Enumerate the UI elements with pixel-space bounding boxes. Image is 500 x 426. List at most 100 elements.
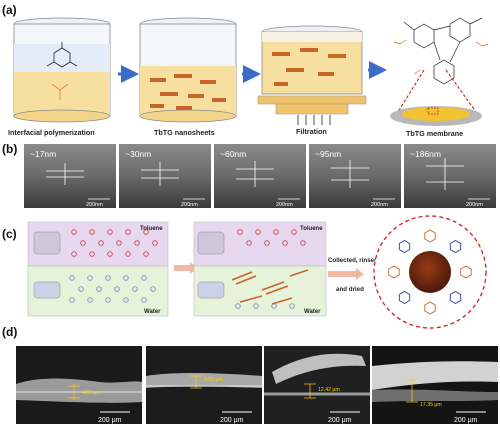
monomer-dot (143, 251, 149, 257)
monomer-dot (300, 240, 306, 246)
monomer-dot (282, 240, 288, 246)
monomer-dot (71, 251, 77, 257)
sem-panel-b-4: ~95nm 200nm (309, 144, 401, 208)
ring-molecule (424, 229, 436, 243)
monomer-dot (69, 297, 75, 303)
water-label-2: Water (304, 309, 321, 315)
scale-d3: 200 μm (328, 417, 352, 424)
scale-label-b-4: 200nm (371, 202, 388, 208)
ring-molecule (424, 301, 436, 315)
sem-cross-sections: ~17nm200nm~30nm200nm~60nm200nm~95nm200nm… (24, 144, 496, 208)
monomer-dot (291, 229, 297, 235)
monomer-dot (114, 286, 120, 292)
sem-panel-b-3: ~60nm 200nm (214, 144, 306, 208)
monomer-dot (253, 303, 259, 309)
monomer-dot (96, 286, 102, 292)
monomer-dot (69, 275, 75, 281)
process-line-2: and dried (336, 286, 364, 293)
monomer-dot (289, 303, 295, 309)
thickness-label-3: ~60nm (220, 149, 246, 159)
nanosheet-stacks (231, 269, 309, 305)
caption-membrane: TbTG membrane (406, 129, 463, 138)
interface-before (27, 221, 169, 317)
monomer-dot (89, 229, 95, 235)
sem-image-d4: 17.35 μm 200 μm (372, 346, 498, 424)
monomer-dot (235, 303, 241, 309)
membrane-disc (409, 251, 451, 293)
monomer-dot (132, 286, 138, 292)
interface-after (193, 221, 327, 317)
monomer-dot (255, 229, 261, 235)
monomer-dot (98, 240, 104, 246)
tbtg-membrane: TbTG membrane (390, 17, 489, 138)
measure-d3: 12.42 μm (318, 387, 340, 393)
monomer-dot (134, 240, 140, 246)
monomer-dot (105, 275, 111, 281)
scale-d2: 200 μm (220, 417, 244, 424)
monomer-dot (152, 240, 158, 246)
scale-d1: 200 μm (98, 417, 122, 424)
toluene-label: Toluene (140, 226, 163, 232)
scale-label-b-5: 200nm (466, 202, 483, 208)
beaker-interfacial: Interfacial polymerization (8, 17, 111, 137)
scale-label-b-1: 200nm (86, 202, 103, 208)
water-label: Water (144, 309, 161, 315)
scale-d4: 200 μm (454, 417, 478, 424)
monomer-dot (80, 240, 86, 246)
monomer-dot (123, 297, 129, 303)
monomer-dot (105, 297, 111, 303)
guanidine-monomer-icon (33, 281, 61, 299)
panel-a-label: (a) (2, 3, 17, 17)
panel-b-label: (b) (2, 142, 17, 156)
monomer-dot (125, 251, 131, 257)
thickness-label-4: ~95nm (315, 149, 341, 159)
monomer-dot (116, 240, 122, 246)
process-line-1: Collected, rinsed (328, 257, 378, 264)
ring-molecule (460, 265, 472, 279)
ring-molecule (388, 265, 400, 279)
monomer-dot (125, 229, 131, 235)
monomer-dot (141, 297, 147, 303)
scale-label-b-3: 200nm (276, 202, 293, 208)
monomer-dot (273, 229, 279, 235)
caption-nanosheets: TbTG nanosheets (154, 128, 215, 137)
filtration-funnel: Filtration (257, 25, 367, 136)
scale-label-b-2: 200nm (181, 202, 198, 208)
ring-molecule (398, 239, 411, 254)
monomer-dot (264, 240, 270, 246)
monomer-dot (141, 275, 147, 281)
monomer-dot (107, 251, 113, 257)
monomer-dot (237, 229, 243, 235)
thickness-label-1: ~17nm (30, 149, 56, 159)
framework-structure-icon (403, 17, 483, 85)
caption-filtration: Filtration (296, 127, 327, 136)
sem-image-d3: 12.42 μm 200 μm (264, 346, 370, 424)
thickness-label-5: ~186nm (410, 149, 441, 159)
monomer-dot (89, 251, 95, 257)
toluene-label-2: Toluene (300, 226, 323, 232)
monomer-dot (78, 286, 84, 292)
measure-d1: 4.59 μm (82, 390, 101, 396)
monomer-dot (87, 297, 93, 303)
measure-d4: 17.35 μm (420, 402, 442, 408)
monomer-dot (150, 286, 156, 292)
aldehyde-molecule-icon (46, 42, 78, 68)
sem-panel-b-1: ~17nm 200nm (24, 144, 116, 208)
aldehyde-monomer-icon (33, 231, 61, 255)
panel-d-label: (d) (2, 325, 17, 339)
monomer-dot (123, 275, 129, 281)
sem-panel-b-5: ~186nm 200nm (404, 144, 496, 208)
ring-molecule (449, 290, 462, 305)
monomer-dot (143, 229, 149, 235)
ring-molecule (449, 239, 462, 254)
guanidine-molecule-icon (51, 83, 69, 100)
caption-interfacial: Interfacial polymerization (8, 128, 95, 137)
membrane-structure-circle (373, 215, 487, 329)
sem-image-d1: 4.59 μm 200 μm (16, 346, 142, 424)
sem-image-d2: 9.02 μm 200 μm (146, 346, 262, 424)
measure-d2: 9.02 μm (204, 377, 223, 383)
monomer-dot (107, 229, 113, 235)
monomer-dot (71, 229, 77, 235)
